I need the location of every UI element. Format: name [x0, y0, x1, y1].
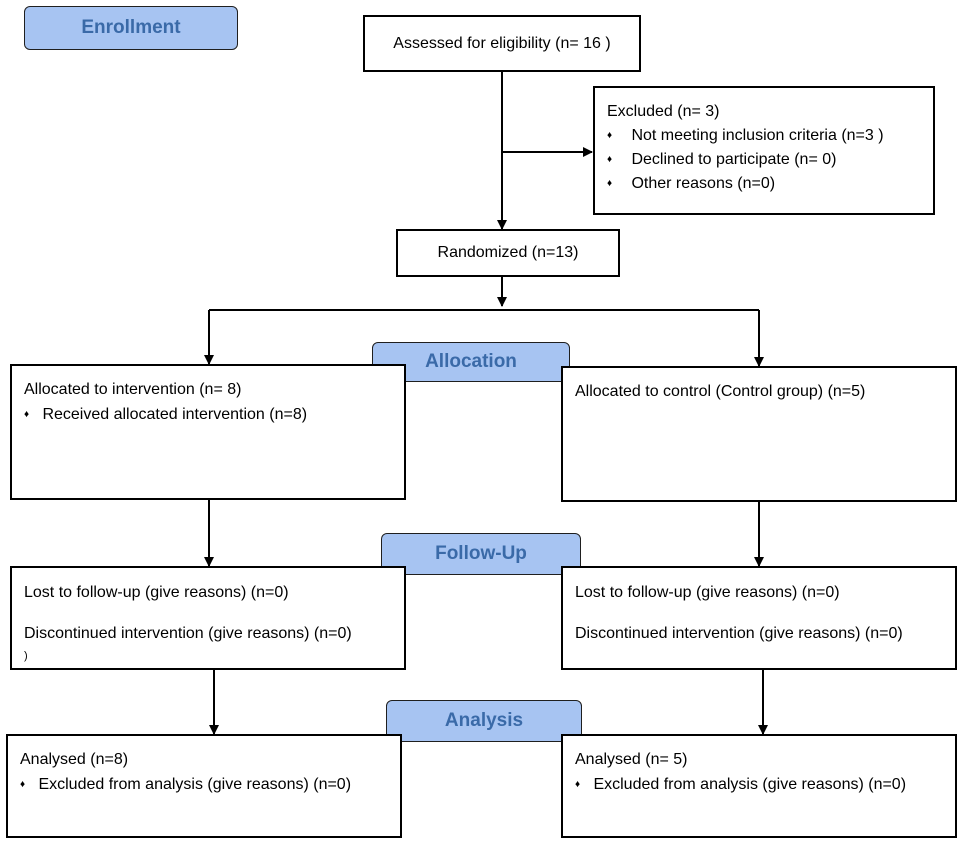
bullet-icon: ♦ [575, 779, 581, 790]
excluded-reason-item: ♦ Declined to participate (n= 0) [607, 150, 836, 170]
bullet-icon: ♦ [20, 779, 26, 790]
excluded-reason-item: ♦ Other reasons (n=0) [607, 174, 775, 194]
excluded-reason-text: Not meeting inclusion criteria (n=3 ) [631, 127, 884, 144]
stage-label-follow-up: Follow-Up [381, 533, 581, 575]
excluded-reason-text: Declined to participate (n= 0) [631, 151, 837, 168]
bullet-icon: ♦ [607, 154, 613, 165]
control-analysis-box: Analysed (n= 5) ♦ Excluded from analysis… [561, 734, 957, 838]
control-allocation-box: Allocated to control (Control group) (n=… [561, 366, 957, 502]
intervention-allocation-item-text: Received allocated intervention (n=8) [42, 406, 308, 423]
intervention-allocation-title: Allocated to intervention (n= 8) [24, 381, 242, 398]
intervention-analysed: Analysed (n=8) [20, 751, 129, 768]
stage-label-enrollment: Enrollment [24, 6, 238, 50]
intervention-lost-followup: Lost to follow-up (give reasons) (n=0) [24, 584, 289, 601]
bullet-icon: ♦ [607, 130, 613, 141]
intervention-excluded-analysis-text: Excluded from analysis (give reasons) (n… [38, 776, 352, 793]
intervention-allocation-item: ♦ Received allocated intervention (n=8) [24, 405, 307, 425]
stray-mark: ) [24, 650, 28, 662]
control-discontinued: Discontinued intervention (give reasons)… [575, 625, 903, 642]
intervention-followup-box: Lost to follow-up (give reasons) (n=0) D… [10, 566, 406, 670]
control-excluded-analysis: ♦ Excluded from analysis (give reasons) … [575, 775, 906, 795]
control-excluded-analysis-text: Excluded from analysis (give reasons) (n… [593, 776, 907, 793]
stage-label-analysis: Analysis [386, 700, 582, 742]
eligibility-text: Assessed for eligibility (n= 16 ) [393, 34, 611, 52]
bullet-icon: ♦ [607, 178, 613, 189]
intervention-analysis-box: Analysed (n=8) ♦ Excluded from analysis … [6, 734, 402, 838]
randomized-text: Randomized (n=13) [437, 244, 579, 261]
stage-label-allocation: Allocation [372, 342, 570, 382]
control-followup-box: Lost to follow-up (give reasons) (n=0) D… [561, 566, 957, 670]
excluded-reason-item: ♦ Not meeting inclusion criteria (n=3 ) [607, 126, 884, 146]
control-lost-followup: Lost to follow-up (give reasons) (n=0) [575, 584, 840, 601]
control-allocation-title: Allocated to control (Control group) (n=… [575, 383, 866, 400]
excluded-reason-text: Other reasons (n=0) [631, 175, 776, 192]
eligibility-box: Assessed for eligibility (n= 16 ) [363, 15, 641, 72]
control-analysed: Analysed (n= 5) [575, 751, 688, 768]
randomized-box: Randomized (n=13) [396, 229, 620, 277]
intervention-allocation-box: Allocated to intervention (n= 8) ♦ Recei… [10, 364, 406, 500]
excluded-box: Excluded (n= 3) ♦ Not meeting inclusion … [593, 86, 935, 215]
bullet-icon: ♦ [24, 409, 30, 420]
excluded-title: Excluded (n= 3) [607, 103, 720, 120]
intervention-discontinued: Discontinued intervention (give reasons)… [24, 625, 352, 642]
intervention-excluded-analysis: ♦ Excluded from analysis (give reasons) … [20, 775, 351, 795]
